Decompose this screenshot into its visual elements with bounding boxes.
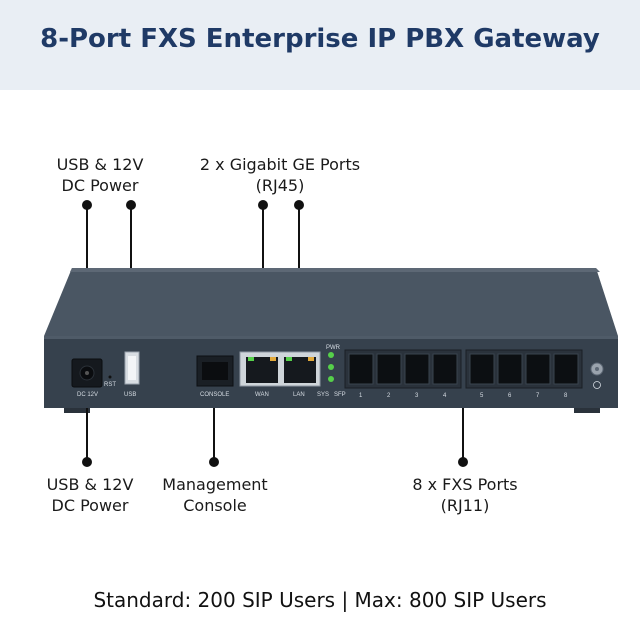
pointer-dot [126, 200, 136, 210]
fxs-port [553, 353, 579, 385]
fxs-port [404, 353, 430, 385]
callout-line: DC Power [61, 176, 139, 195]
lan-port [284, 357, 316, 383]
callout-console: Management Console [150, 474, 280, 516]
chassis-top [44, 268, 618, 336]
fxs-num: 3 [415, 393, 419, 399]
pwr-led [328, 352, 334, 358]
fxs-num: 2 [387, 393, 391, 399]
fxs-num: 7 [536, 393, 540, 399]
callout-line: Console [183, 496, 247, 515]
sys-led [328, 364, 334, 370]
callout-line: 8 x FXS Ports [412, 475, 518, 494]
pointer-dot [258, 200, 268, 210]
callout-line: USB & 12V [46, 475, 134, 494]
fxs-port [469, 353, 495, 385]
pointer-dot [209, 457, 219, 467]
fxs-num: 5 [480, 393, 484, 399]
capacity-footer: Standard: 200 SIP Users | Max: 800 SIP U… [93, 588, 547, 612]
dc-label: DC 12V [77, 392, 98, 398]
callout-line: USB & 12V [56, 155, 144, 174]
title-banner [0, 0, 640, 90]
wan-label: WAN [255, 392, 269, 398]
console-label: CONSOLE [200, 392, 229, 398]
callout-ge-ports: 2 x Gigabit GE Ports (RJ45) [180, 154, 380, 196]
page-title: 8-Port FXS Enterprise IP PBX Gateway [40, 24, 600, 54]
callout-line: 2 x Gigabit GE Ports [199, 155, 361, 174]
fxs-num: 4 [443, 393, 447, 399]
pointer-dot [294, 200, 304, 210]
callout-line: (RJ45) [255, 176, 305, 195]
sys-label: SYS [317, 392, 329, 398]
callout-usb-dc-top: USB & 12V DC Power [40, 154, 160, 196]
sfp-label: SFP [334, 392, 346, 398]
fxs-port [525, 353, 551, 385]
reset-button [108, 375, 112, 379]
rst-label: RST [104, 382, 116, 388]
callout-line: DC Power [51, 496, 129, 515]
pointer-dot [82, 200, 92, 210]
fxs-num: 8 [564, 393, 568, 399]
pointer-dot [82, 457, 92, 467]
lan-label: LAN [293, 392, 305, 398]
fxs-port [497, 353, 523, 385]
fxs-port [432, 353, 458, 385]
callout-fxs-ports: 8 x FXS Ports (RJ11) [395, 474, 535, 516]
usb-label: USB [124, 392, 136, 398]
callout-line: Management [162, 475, 268, 494]
fxs-port [348, 353, 374, 385]
callout-line: (RJ11) [440, 496, 490, 515]
fxs-num: 1 [359, 393, 363, 399]
callout-usb-dc-bottom: USB & 12V DC Power [30, 474, 150, 516]
sfp-led [328, 376, 334, 382]
pwr-label: PWR [326, 345, 341, 351]
wan-port [246, 357, 278, 383]
fxs-num: 6 [508, 393, 512, 399]
ground-icon [593, 381, 601, 389]
pointer-dot [458, 457, 468, 467]
fxs-port [376, 353, 402, 385]
